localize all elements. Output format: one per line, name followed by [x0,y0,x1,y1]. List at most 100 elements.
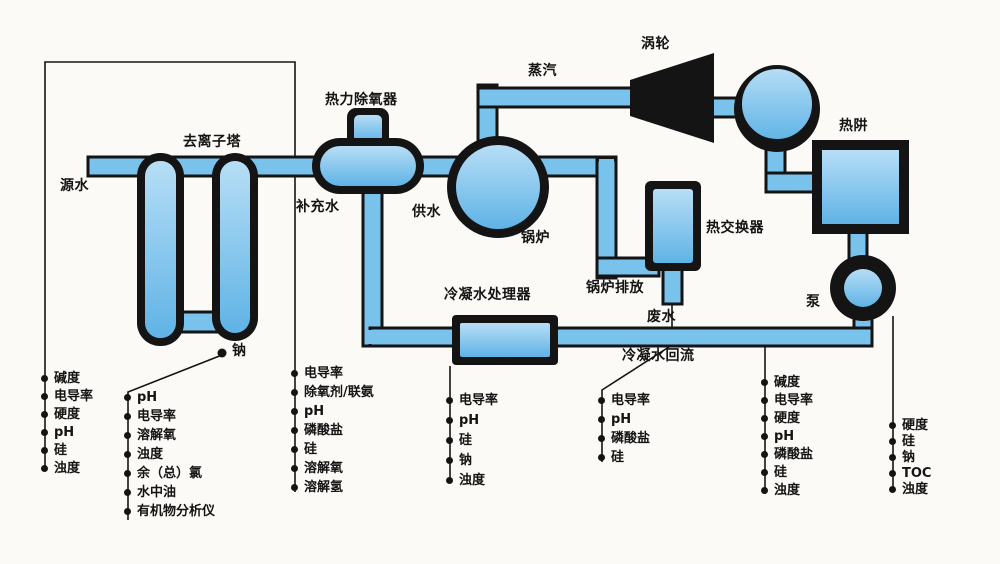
param-item: pH [291,402,374,421]
sample-line-blowdown [601,302,673,462]
param-item: 碱度 [41,369,93,387]
label-turbine: 涡轮 [641,36,670,52]
param-label: 硅 [902,433,916,449]
param-item: 溶解氢 [291,478,374,497]
param-label: 碱度 [54,370,81,386]
param-label: pH [304,404,325,419]
param-item: 浊度 [124,445,215,464]
bullet-dot [41,428,48,436]
param-label: pH [774,428,795,444]
param-label: 电导率 [304,366,344,381]
param-label: 硅 [304,442,318,457]
bullet-dot [124,413,131,420]
param-label: 电导率 [54,388,94,404]
param-label: 磷酸盐 [304,423,344,438]
param-item: 电导率 [598,391,650,410]
param-label: 电导率 [459,392,499,408]
param-label: 硅 [459,432,473,448]
bullet-dot [124,470,131,477]
bullet-dot [598,416,605,423]
param-label: 浊度 [54,460,81,476]
param-label: pH [459,412,480,428]
pipe-joint [599,159,614,174]
bullet-dot [761,396,768,404]
param-label: TOC [902,465,932,481]
param-label: 磷酸盐 [611,431,651,446]
turbine-body [630,53,714,143]
param-label: 溶解氢 [304,480,344,495]
bullet-dot [291,484,298,491]
bullet-dot [124,489,131,496]
bullet-dot [291,389,298,396]
condenser-vessel-fill [738,65,816,143]
param-item: 钠 [889,449,931,465]
param-item: 碱度 [761,373,813,391]
param-label: 钠 [902,449,916,465]
bullet-dot [761,468,768,476]
param-label: 电导率 [774,392,814,408]
param-item: 除氧剂/联氨 [291,383,374,402]
param-item: TOC [889,465,931,481]
params-condensate-polisher: 电导率 pH 硅钠浊度 [446,390,498,490]
param-label: 浊度 [902,481,929,497]
param-label: 钠 [459,452,473,468]
bullet-dot [291,427,298,434]
pipe-joint [599,260,614,274]
param-item: 浊度 [446,470,498,490]
param-label: 碱度 [774,374,801,390]
bullet-dot [41,392,48,400]
param-label: 电导率 [611,393,651,408]
param-label: 溶解氧 [137,428,177,443]
param-item: pH [761,427,813,445]
deaerator-vessel-fill [320,146,416,186]
bullet-dot [291,465,298,472]
deionizer-column-1-fill [145,161,176,338]
param-item: 钠 [446,450,498,470]
param-label: 有机物分析仪 [137,504,216,519]
bullet-dot [41,374,48,382]
sample-line-deionized [127,354,223,520]
bullet-dot [761,414,768,422]
label-steam: 蒸汽 [528,63,557,79]
bullet-dot [446,396,453,404]
label-boiler: 锅炉 [521,230,550,246]
condensate-polisher-fill [460,323,550,357]
bullet-dot [598,435,605,442]
param-label: 溶解氧 [304,461,344,476]
param-item: 硬度 [41,405,93,423]
param-label: 硬度 [774,410,801,426]
pipe-joint [480,90,495,105]
param-label: pH [54,424,75,440]
param-item: 硅 [291,440,374,459]
bullet-dot [761,378,768,386]
bullet-dot [291,370,298,377]
bullet-dot [889,437,896,445]
param-item: pH [41,423,93,441]
label-waste-water: 废水 [647,309,676,325]
param-item: 磷酸盐 [761,445,813,463]
label-boiler-blowdown: 锅炉排放 [586,280,644,296]
bullet-dot [291,408,298,415]
param-item: 水中油 [124,483,215,502]
param-label: 硅 [774,464,788,480]
bullet-dot [889,485,896,493]
param-item: 磷酸盐 [291,421,374,440]
bullet-dot [124,394,131,401]
param-item: 电导率 [761,391,813,409]
param-label: 水中油 [137,485,177,500]
param-label: 硬度 [902,417,929,433]
param-item: 余（总）氯 [124,464,215,483]
bullet-dot [598,397,605,404]
param-label: 除氧剂/联氨 [304,385,374,400]
params-makeup-water: 电导率除氧剂/联氨 pH 磷酸盐硅溶解氧溶解氢 [291,364,374,497]
bullet-dot [446,476,453,484]
param-item: 硅 [446,430,498,450]
bullet-dot [291,446,298,453]
param-item: 浊度 [41,459,93,477]
param-label: 硬度 [54,406,81,422]
param-item: 电导率 [41,387,93,405]
